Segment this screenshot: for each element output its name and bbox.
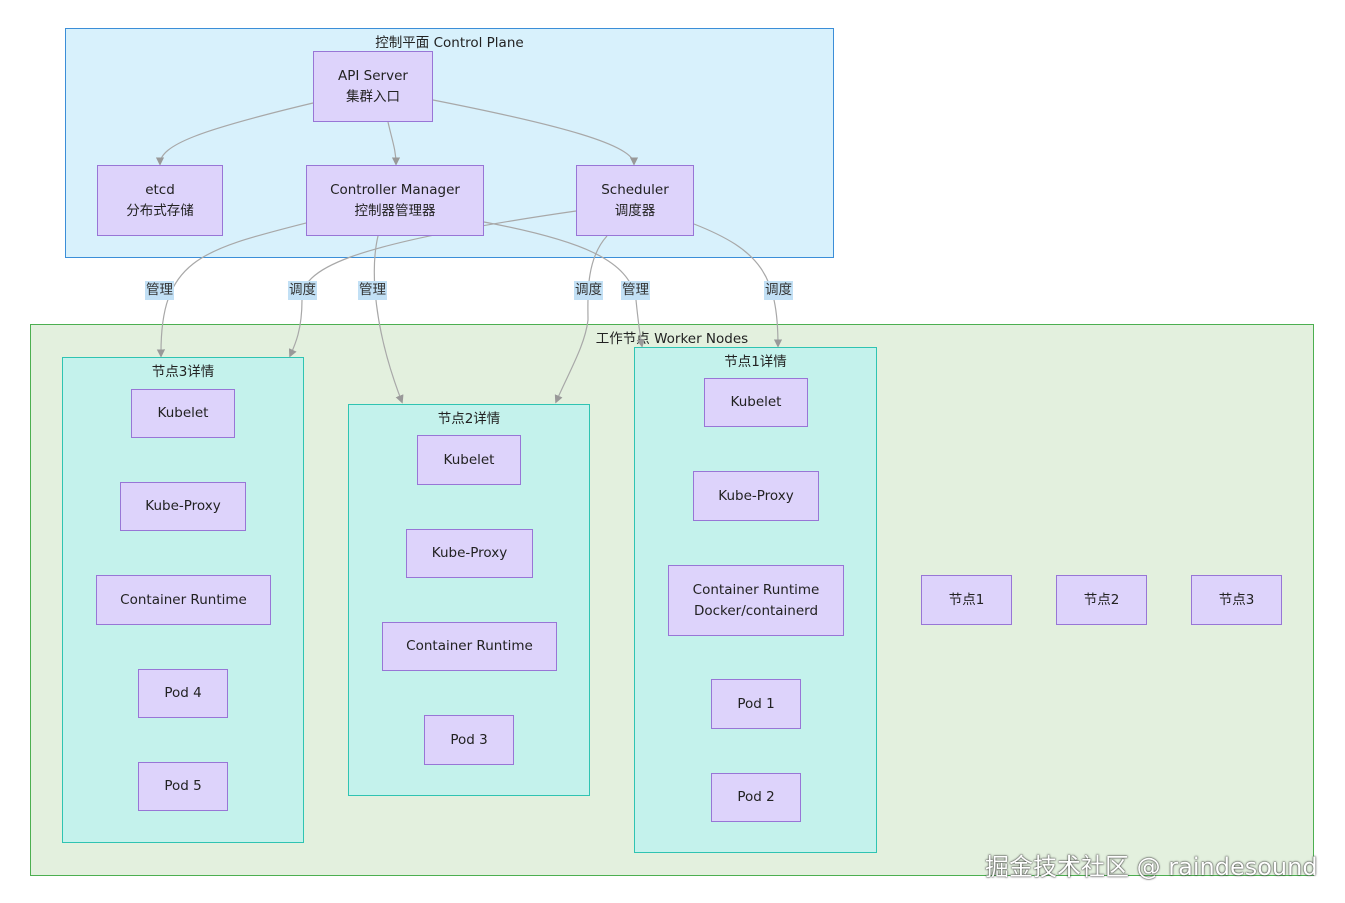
node3-pod-4: Pod 4 [138, 669, 228, 718]
node3-detail-title: 节点3详情 [151, 364, 215, 380]
edge-label-manage-node2: 管理 [358, 281, 387, 300]
edge-api-to-controller [387, 121, 401, 166]
scheduler-node: Scheduler 调度器 [576, 165, 694, 236]
edge-label-manage-node3: 管理 [145, 281, 174, 300]
edge-scheduler-to-node1 [693, 223, 783, 348]
node2-kubelet: Kubelet [417, 435, 521, 485]
edge-controller-to-node3 [156, 222, 307, 358]
edge-label-schedule-node3: 调度 [288, 281, 317, 300]
node3-container-runtime: Container Runtime [96, 575, 271, 625]
controller-manager-desc: 控制器管理器 [354, 202, 436, 219]
node2-pod-3: Pod 3 [424, 715, 514, 765]
node2-detail-title: 节点2详情 [437, 411, 501, 427]
edge-controller-to-node2 [373, 235, 404, 404]
controller-manager-name: Controller Manager [330, 181, 460, 198]
node1-container-runtime: Container Runtime Docker/containerd [668, 565, 844, 636]
node1-runtime-impl: Docker/containerd [693, 602, 819, 619]
api-server-desc: 集群入口 [346, 88, 400, 105]
node3-kube-proxy: Kube-Proxy [120, 482, 246, 531]
api-server-node: API Server 集群入口 [313, 51, 433, 122]
edge-label-schedule-node1: 调度 [764, 281, 793, 300]
edge-api-to-etcd [155, 102, 314, 166]
node2-container-runtime: Container Runtime [382, 622, 557, 671]
api-server-name: API Server [338, 67, 408, 84]
node1-detail-title: 节点1详情 [724, 354, 787, 370]
edge-label-manage-node1: 管理 [621, 281, 650, 300]
node2-kube-proxy: Kube-Proxy [406, 529, 533, 578]
node1-kubelet: Kubelet [704, 378, 808, 427]
node1-pod-1: Pod 1 [711, 679, 801, 729]
edge-label-schedule-node2: 调度 [574, 281, 603, 300]
worker-nodes-title: 工作节点 Worker Nodes [595, 331, 749, 347]
worker-node-2: 节点2 [1056, 575, 1147, 625]
node1-runtime-name: Container Runtime [692, 581, 820, 598]
etcd-node: etcd 分布式存储 [97, 165, 223, 236]
node3-kubelet: Kubelet [131, 389, 235, 438]
watermark: 掘金技术社区 @ raindesound [985, 853, 1318, 881]
node1-pod-2: Pod 2 [711, 773, 801, 822]
scheduler-name: Scheduler [601, 181, 669, 198]
etcd-desc: 分布式存储 [126, 202, 194, 219]
edge-controller-to-node1 [483, 221, 645, 348]
node1-kube-proxy: Kube-Proxy [693, 471, 819, 521]
worker-node-1: 节点1 [921, 575, 1012, 625]
edge-scheduler-to-node2 [554, 235, 608, 404]
control-plane-title: 控制平面 Control Plane [375, 35, 524, 51]
worker-node-3: 节点3 [1191, 575, 1282, 625]
etcd-name: etcd [145, 181, 175, 198]
node3-pod-5: Pod 5 [138, 762, 228, 811]
edge-api-to-scheduler [432, 99, 639, 166]
scheduler-desc: 调度器 [614, 202, 656, 219]
controller-manager-node: Controller Manager 控制器管理器 [306, 165, 484, 236]
